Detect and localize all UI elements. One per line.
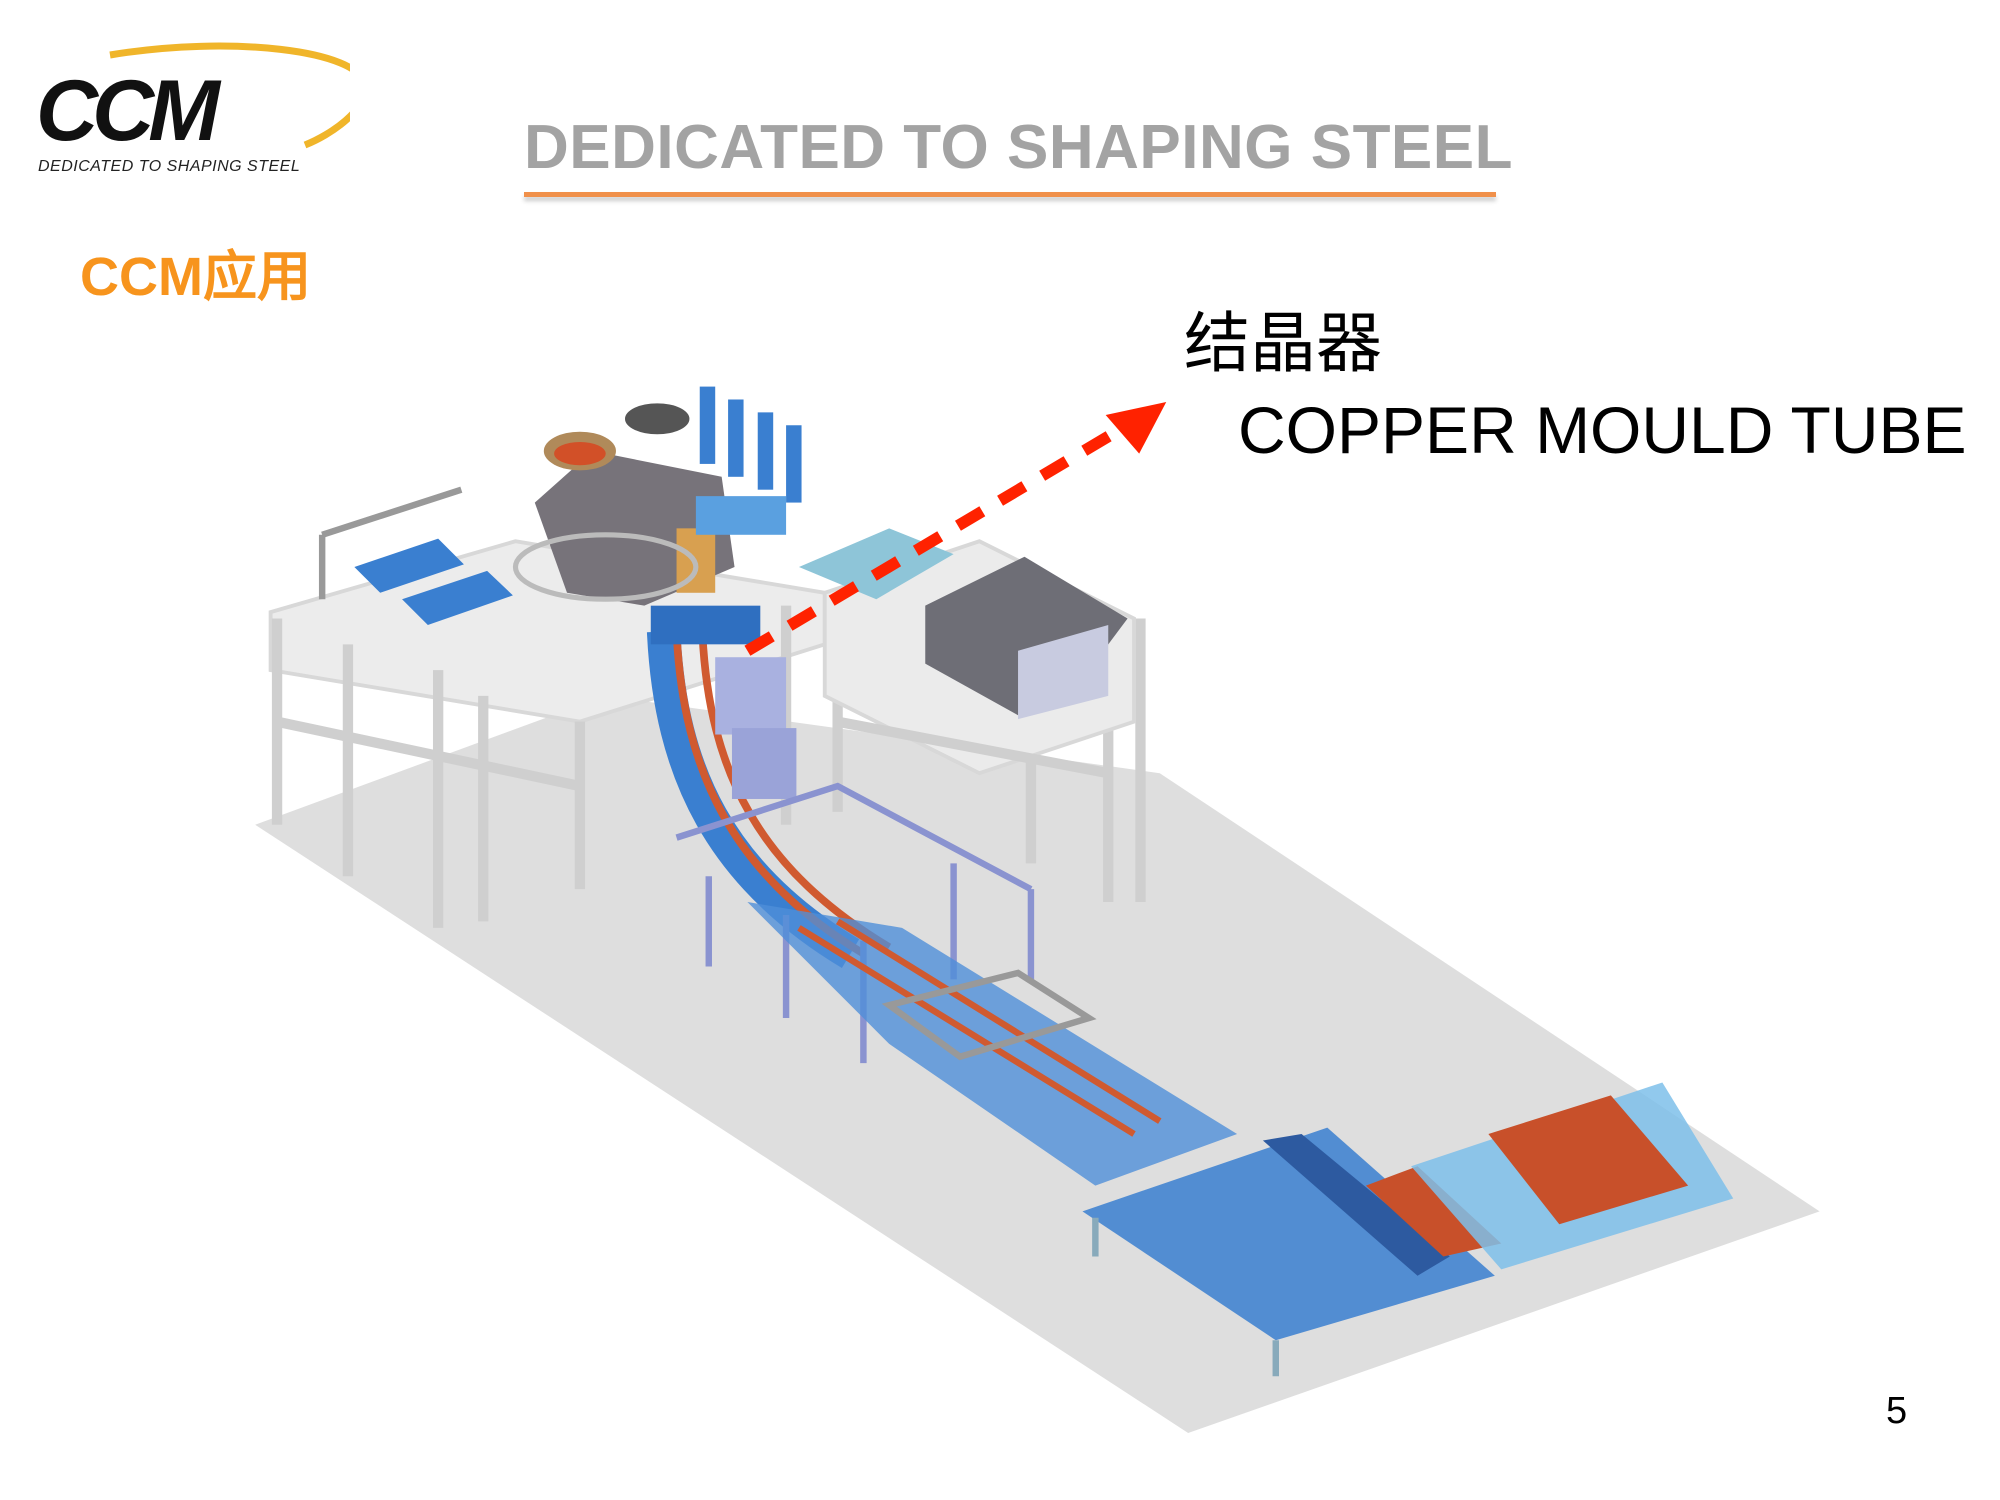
page-title: DEDICATED TO SHAPING STEEL xyxy=(524,113,1514,182)
runout-roller-table xyxy=(747,902,1238,1186)
logo-tagline: DEDICATED TO SHAPING STEEL xyxy=(38,158,301,175)
section-title: CCM应用 xyxy=(80,247,311,307)
ccm-logo: CCM xyxy=(30,40,369,190)
cooling-bed xyxy=(1082,1082,1734,1377)
callout-label-en: COPPER MOULD TUBE xyxy=(1238,393,1967,467)
ccm-logo-mark: CCM xyxy=(36,42,369,159)
jib-crane xyxy=(318,486,463,600)
svg-text:CCM: CCM xyxy=(36,63,222,159)
ladle-turret xyxy=(512,403,735,606)
page-number: 5 xyxy=(1886,1390,1908,1432)
title-underline xyxy=(524,192,1496,197)
callout-arrow xyxy=(744,402,1167,656)
callout-label-cn: 结晶器 xyxy=(1184,306,1382,380)
control-room xyxy=(925,556,1128,716)
